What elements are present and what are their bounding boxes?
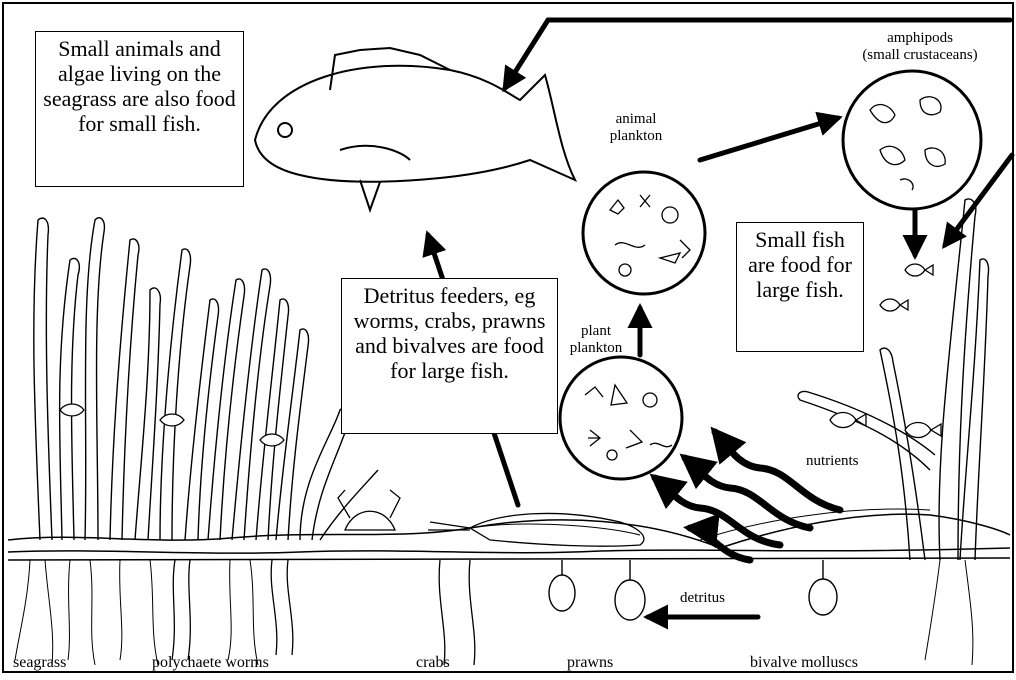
detritus-label: detritus [680,590,725,607]
plant-plankton-label: plant plankton [556,323,636,357]
amphipods-label-line1: amphipods [855,30,985,47]
animal-plankton-label: animal plankton [596,111,676,145]
animal-plankton-label-line2: plankton [596,128,676,145]
detritus-feeders-text: Detritus feeders, eg worms, crabs, prawn… [354,283,546,383]
amphipods-label-line2: (small crustaceans) [855,47,985,64]
detritus-feeders-textbox: Detritus feeders, eg worms, crabs, prawn… [341,278,558,434]
crab-illustration [338,490,400,530]
small-animals-text: Small animals and algae living on the se… [43,36,235,136]
plant-plankton-label-line1: plant [556,323,636,340]
nutrients-label: nutrients [806,453,859,470]
crabs-label: crabs [416,654,450,672]
amphipods-label: amphipods (small crustaceans) [855,30,985,64]
small-fish-text: Small fish are food for large fish. [748,227,852,302]
animal-plankton-label-line1: animal [596,111,676,128]
small-animals-textbox: Small animals and algae living on the se… [35,31,244,187]
small-fish-textbox: Small fish are food for large fish. [736,222,864,352]
arrow-animal-plankton-to-amphipods [700,118,838,160]
plant-plankton-label-line2: plankton [556,340,636,357]
polychaete-worms-label: polychaete worms [152,654,269,672]
seagrass-illustration [34,218,378,540]
large-fish-illustration [255,48,575,210]
bivalve-molluscs-label: bivalve molluscs [750,654,858,672]
polychaete-worms-illustration [172,560,475,665]
nutrient-arrows [655,432,840,560]
animal-plankton-circle [583,172,705,294]
amphipods-circle [843,71,981,209]
prawns-label: prawns [567,654,613,672]
seagrass-label: seagrass [13,654,66,672]
plant-plankton-circle [560,357,682,479]
